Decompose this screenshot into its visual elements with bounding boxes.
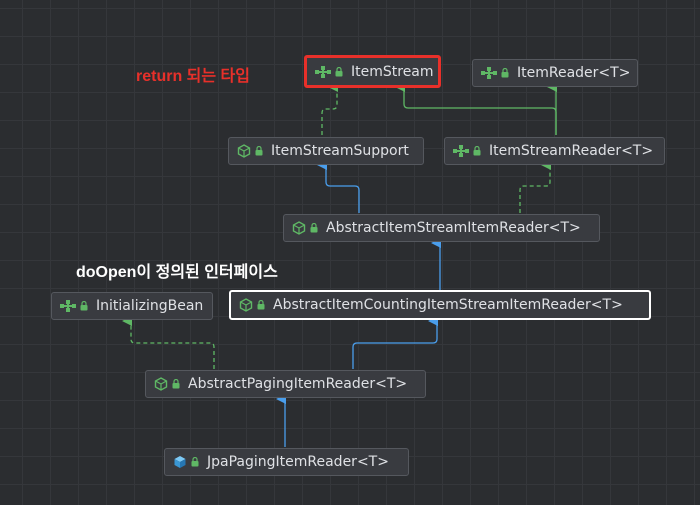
node-abstractitemstreamitemreader[interactable]: AbstractItemStreamItemReader<T> <box>283 214 600 242</box>
interface-icon <box>315 65 331 78</box>
node-itemstreamsupport[interactable]: ItemStreamSupport <box>228 137 424 165</box>
abstract-class-icon <box>237 144 251 158</box>
node-label: ItemReader<T> <box>517 65 631 81</box>
edge-abstractitemstreamitemreader-to-itemstreamreader <box>519 160 551 213</box>
edge-abstractpaging-to-abstractitemcounting <box>352 316 438 369</box>
lock-icon <box>472 146 482 156</box>
interface-icon <box>60 300 76 312</box>
lock-icon <box>79 301 89 311</box>
node-label: InitializingBean <box>96 298 204 314</box>
node-label: JpaPagingItemReader<T> <box>207 454 389 470</box>
lock-icon <box>334 66 344 77</box>
abstract-class-icon <box>292 221 306 235</box>
node-label: ItemStream <box>351 63 434 80</box>
lock-icon <box>309 223 319 233</box>
node-label: AbstractPagingItemReader<T> <box>188 376 408 392</box>
node-label: ItemStreamSupport <box>271 143 409 159</box>
doopen-annotation: doOpen이 정의된 인터페이스 <box>76 264 278 281</box>
edge-itemstreamsupport-to-itemstream <box>321 82 338 135</box>
lock-icon <box>254 146 264 156</box>
class-icon <box>173 455 187 469</box>
node-abstractitemcountingitemstreamitemreader[interactable]: AbstractItemCountingItemStreamItemReader… <box>229 290 651 320</box>
node-abstractpagingitemreader[interactable]: AbstractPagingItemReader<T> <box>145 370 426 398</box>
abstract-class-icon <box>154 377 168 391</box>
interface-icon <box>453 145 469 157</box>
node-jpapagingitemreader[interactable]: JpaPagingItemReader<T> <box>164 448 409 476</box>
lock-icon <box>500 68 510 78</box>
node-label: ItemStreamReader<T> <box>489 143 654 159</box>
edge-itemstreamreader-to-itemstream <box>395 82 557 135</box>
node-itemstream[interactable]: ItemStream <box>304 55 441 88</box>
interface-icon <box>481 67 497 79</box>
lock-icon <box>190 457 200 467</box>
node-itemstreamreader[interactable]: ItemStreamReader<T> <box>444 137 665 165</box>
node-initializingbean[interactable]: InitializingBean <box>51 292 213 320</box>
node-label: AbstractItemCountingItemStreamItemReader… <box>273 297 623 313</box>
edge-abstractpaging-to-initializingbean <box>122 316 215 369</box>
return-type-annotation: return 되는 타입 <box>136 68 250 85</box>
node-label: AbstractItemStreamItemReader<T> <box>326 220 581 236</box>
edge-abstractitemstreamitemreader-to-itemstreamsupport <box>317 160 360 213</box>
node-itemreader[interactable]: ItemReader<T> <box>472 59 638 87</box>
abstract-class-icon <box>239 298 253 312</box>
lock-icon <box>171 379 181 389</box>
lock-icon <box>256 300 266 310</box>
